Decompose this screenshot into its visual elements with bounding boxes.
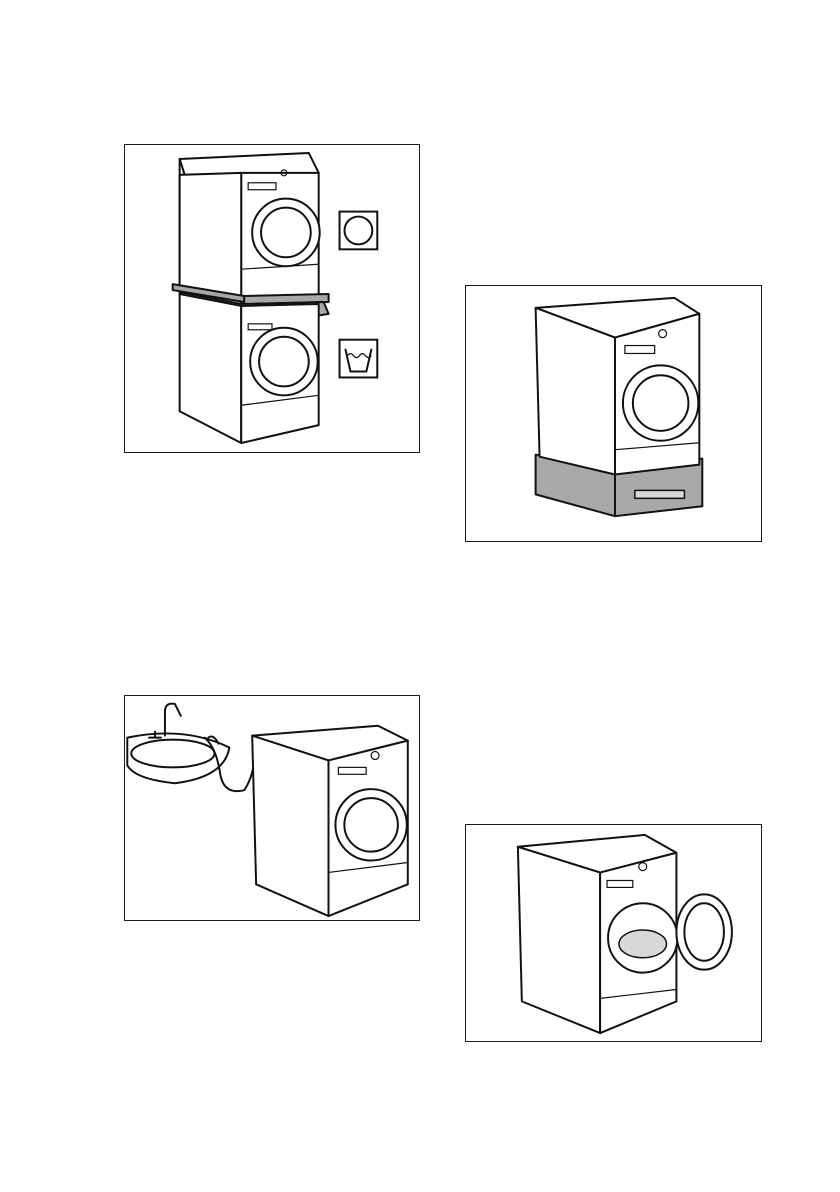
tumble-dry-icon bbox=[340, 212, 378, 250]
sink-drain-illustration bbox=[125, 696, 419, 920]
figure-sink-drain bbox=[124, 695, 420, 921]
wash-tub-icon bbox=[340, 340, 378, 378]
stacked-appliances-illustration bbox=[125, 145, 419, 452]
dryer-on-pedestal-illustration bbox=[466, 286, 761, 541]
figure-pedestal bbox=[465, 285, 762, 542]
dryer-open-door-illustration bbox=[466, 825, 761, 1041]
figure-open-door bbox=[465, 824, 762, 1042]
figure-stacking-kit bbox=[124, 144, 420, 453]
